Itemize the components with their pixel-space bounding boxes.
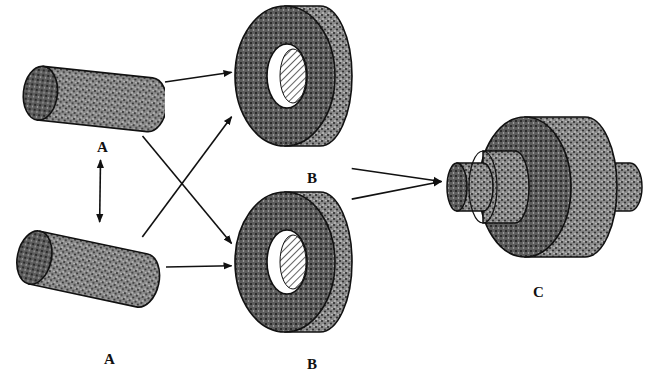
arrow-line	[142, 117, 231, 237]
part-letter: B	[307, 357, 317, 372]
flow-arrow	[165, 72, 232, 82]
flow-arrow	[352, 182, 442, 200]
part-letter: B	[307, 171, 317, 186]
arrow-line	[166, 266, 232, 267]
cylinder-part-drawing	[15, 60, 165, 160]
assembly-part: C	[435, 115, 650, 305]
cylinder-part-drawing	[8, 222, 166, 372]
ring-part: B	[225, 2, 357, 187]
ring-part-drawing	[225, 188, 357, 373]
ring-part: B	[225, 188, 357, 373]
flow-arrow	[142, 117, 231, 237]
arrow-line	[143, 136, 232, 244]
ring-part-drawing	[225, 2, 357, 187]
cylinder-part: A	[15, 60, 165, 160]
part-letter: C	[533, 285, 544, 300]
assembly-part-drawing	[435, 115, 650, 305]
part-letter: A	[97, 140, 108, 155]
arrow-line	[165, 72, 232, 82]
part-letter: A	[104, 352, 115, 367]
flow-arrow	[352, 169, 442, 182]
flow-arrow	[143, 136, 232, 244]
cylinder-part: A	[8, 222, 166, 372]
arrow-line	[99, 160, 101, 222]
flow-arrow	[166, 266, 232, 267]
arrow-line	[352, 182, 442, 200]
flow-arrow	[99, 160, 101, 222]
arrow-line	[352, 169, 442, 182]
